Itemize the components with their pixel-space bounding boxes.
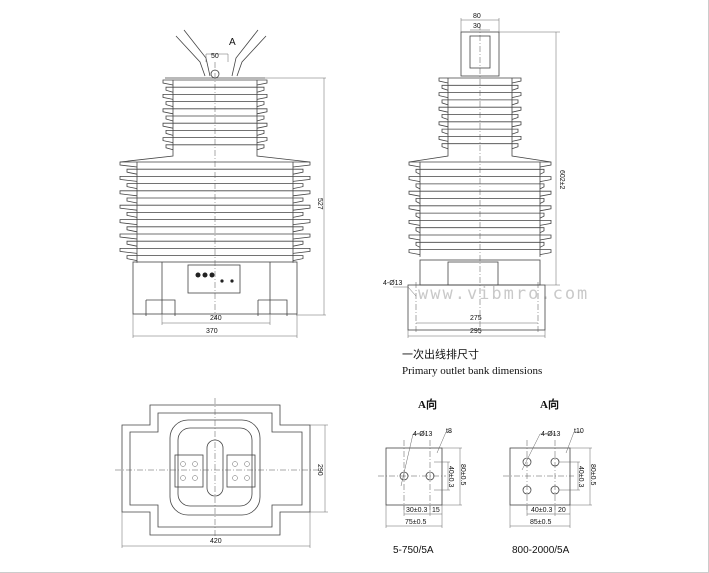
dim-hole-spacing: 275 (470, 315, 482, 322)
terminal-right (231, 29, 267, 77)
dim-side-height: 602±2 (558, 170, 565, 190)
plate-dim-h-inner: 30±0.3 (406, 507, 427, 514)
dim-side-base-width: 295 (470, 328, 482, 335)
outlet-plate-2: A向 4-Ø13 t10 40±0.3 80±0.5 40±0.3 20 85±… (503, 397, 596, 556)
insulator-fin (441, 143, 519, 150)
plate-view-label: A向 (418, 397, 437, 411)
insulator-fin (408, 220, 552, 226)
insulator-fin (162, 79, 268, 86)
insulator-shoulder (119, 80, 311, 163)
plate-dim-h-outer: 85±0.5 (530, 519, 551, 526)
insulator-fin (415, 198, 545, 204)
secondary-terminal-box (187, 264, 241, 294)
plate-dim-v-outer: 80±0.5 (589, 464, 596, 485)
dim-terminal-spacing: 50 (211, 53, 219, 60)
insulator-fin (165, 101, 265, 107)
plate-caption: 800-2000/5A (512, 545, 570, 556)
outlet-title-cn: 一次出线排尺寸 (402, 347, 479, 361)
plate-dim-v-inner: 40±0.3 (577, 466, 584, 487)
dim-front-base-width: 370 (206, 328, 218, 335)
insulator-fin (408, 176, 552, 182)
dim-front-height: 527 (316, 198, 323, 210)
view-a-marker: A (229, 37, 236, 48)
insulator-fin (126, 226, 304, 233)
insulator-fin (119, 233, 311, 240)
dim-terminal-width: 80 (473, 13, 481, 20)
plate-thickness: t8 (446, 428, 452, 435)
insulator-fin (119, 248, 311, 254)
insulator-fin (165, 115, 265, 122)
plate-dim-h-edge: 15 (432, 507, 440, 514)
insulator-fin (438, 106, 522, 113)
plate-dim-h-outer: 75±0.5 (405, 519, 426, 526)
dim-mount-holes: 4-Ø13 (383, 280, 403, 287)
insulator-fin (415, 241, 545, 248)
insulator-fin (126, 255, 304, 261)
insulator-fin (441, 84, 519, 91)
plan-view: 290 420 (115, 398, 328, 548)
outlet-title-en: Primary outlet bank dimensions (402, 365, 542, 377)
plate-dim-v-inner: 40±0.3 (447, 466, 454, 487)
dim-plan-width: 420 (210, 538, 222, 545)
plate-dim-v-outer: 80±0.5 (459, 464, 466, 485)
plate-holes: 4-Ø13 (413, 431, 433, 438)
insulator-fin (438, 77, 522, 84)
plate-view-label: A向 (540, 397, 559, 411)
dim-terminal-inner: 30 (473, 23, 481, 30)
front-view: A 50 527 240 370 (119, 29, 326, 338)
dim-foot-spacing: 240 (210, 315, 222, 322)
dim-plan-depth: 290 (316, 464, 323, 476)
plan-outline (121, 404, 311, 536)
insulator-fin (441, 128, 519, 135)
insulator-fin (162, 122, 268, 129)
insulator-fin (162, 137, 268, 143)
insulator-core (136, 162, 294, 263)
plate-dim-h-edge: 20 (558, 507, 566, 514)
plate-thickness: t10 (574, 428, 584, 435)
insulator-core (419, 162, 541, 257)
side-view: 80 30 602±2 4-Ø13 275 295 (383, 13, 565, 338)
insulator-fin (162, 94, 268, 100)
plate-caption: 5-750/5A (393, 545, 434, 556)
insulator-fin (441, 99, 519, 106)
plate-holes: 4-Ø13 (541, 431, 561, 438)
side-base (407, 284, 546, 331)
insulator-shoulder (408, 78, 552, 163)
insulator-fin (126, 212, 304, 218)
plate-dim-h-inner: 40±0.3 (531, 507, 552, 514)
outlet-plate-1: A向 4-Ø13 t8 40±0.3 80±0.5 30±0.3 15 75±0… (378, 397, 466, 556)
insulator-fin (119, 190, 311, 197)
watermark: www.vibmro.com (418, 284, 589, 304)
terminal-left (175, 29, 211, 77)
insulator-fin (438, 121, 522, 128)
secondary-terminals (195, 272, 234, 283)
